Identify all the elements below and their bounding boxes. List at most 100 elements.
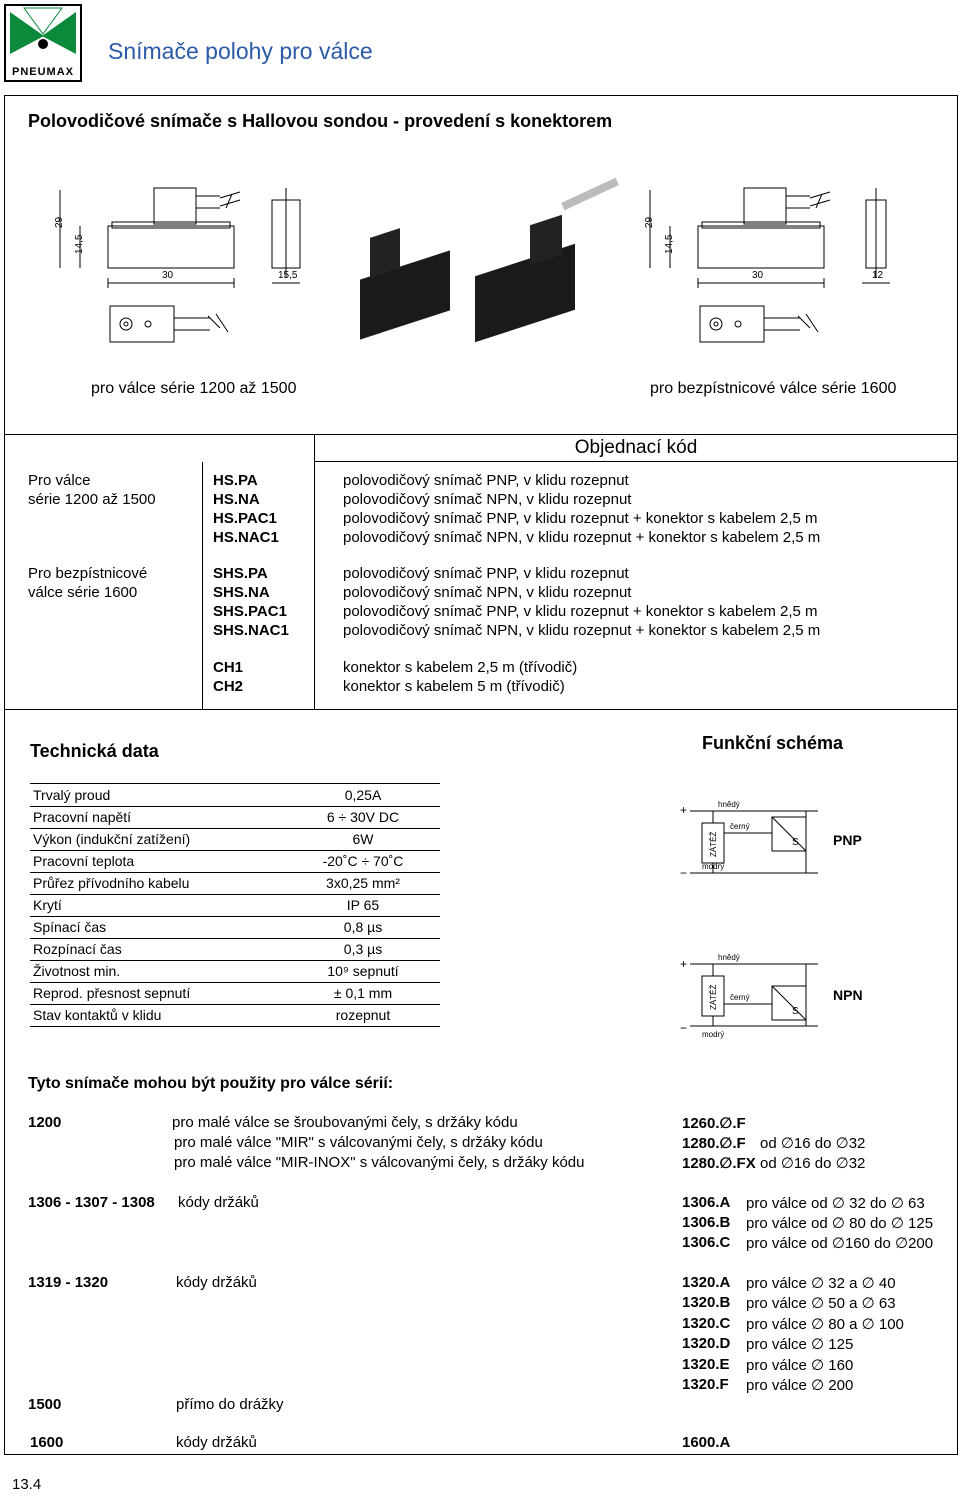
technical-drawing-left: 29 14,5 30 15,5: [54, 187, 301, 343]
order-code: HS.PAC1: [213, 510, 277, 527]
dim-h-inner-right: 14,5: [664, 234, 675, 254]
order-group-label: Pro válce: [28, 472, 91, 489]
tech-row: Krytí IP 65: [30, 894, 440, 917]
schema-npn-minus: −: [680, 1021, 687, 1035]
technical-drawing-right: 29 14,5 30 12: [644, 187, 890, 343]
holder-code: 1280.∅.FX: [682, 1155, 756, 1172]
holder-range: pro válce ∅ 32 a ∅ 40: [746, 1275, 896, 1292]
caption-left: pro válce série 1200 až 1500: [91, 380, 297, 397]
holder-range: pro válce ∅ 125: [746, 1336, 854, 1354]
order-table: [4, 434, 958, 710]
holder-code: 1320.F: [682, 1376, 729, 1393]
holder-code: 1320.E: [682, 1355, 730, 1373]
tech-label: Trvalý proud: [33, 787, 111, 803]
tech-row: Průřez přívodního kabelu 3x0,25 mm²: [30, 872, 440, 895]
dim-h-outer-left: 29: [54, 216, 65, 228]
order-desc: konektor s kabelem 5 m (třívodič): [343, 678, 565, 695]
holder-range: pro válce ∅ 200: [746, 1377, 854, 1394]
dim-h-outer-right: 29: [644, 216, 655, 228]
holder-code: 1260.∅.F: [682, 1115, 746, 1132]
series-1319: 1319 - 1320: [28, 1274, 109, 1291]
tech-label: Životnost min.: [33, 963, 121, 979]
tech-value: 10⁹ sepnutí: [327, 963, 399, 979]
usage-desc: kódy držáků: [176, 1434, 257, 1451]
order-code: HS.PA: [213, 472, 258, 489]
order-desc: polovodičový snímač NPN, v klidu rozepnu…: [343, 622, 821, 639]
schema-pnp-black: černý: [730, 822, 750, 831]
series-1306: 1306 - 1307 - 1308: [28, 1194, 155, 1211]
tech-value: -20˚C ÷ 70˚C: [322, 853, 404, 869]
holder-range: pro válce od ∅ 32 do ∅ 63: [746, 1195, 925, 1212]
dim-w1-right: 30: [752, 270, 764, 281]
tech-label: Reprod. přesnost sepnutí: [33, 985, 191, 1001]
schema-pnp-minus: −: [680, 866, 687, 880]
tech-value: IP 65: [346, 897, 380, 913]
usage-desc: kódy držáků: [176, 1274, 257, 1291]
dim-w1-left: 30: [162, 270, 174, 281]
tech-label: Pracovní teplota: [33, 853, 135, 869]
tech-label: Průřez přívodního kabelu: [33, 875, 190, 891]
tech-label: Rozpínací čas: [33, 941, 122, 957]
schema-npn-black: černý: [730, 993, 750, 1002]
tech-row: Trvalý proud 0,25A: [30, 784, 440, 807]
tech-row: Reprod. přesnost sepnutí ± 0,1 mm: [30, 982, 440, 1005]
schema-pnp-brown: hnědý: [718, 800, 740, 809]
tech-label: Výkon (indukční zatížení): [33, 831, 191, 847]
order-desc: polovodičový snímač PNP, v klidu rozepnu…: [343, 472, 629, 489]
tech-label: Krytí: [33, 897, 62, 913]
holder-code: 1320.B: [682, 1294, 731, 1312]
schema-pnp-load: ZÁTĚŽ: [709, 832, 718, 857]
holder-range: pro válce od ∅160 do ∅200: [746, 1235, 934, 1252]
logo: PNEUMAX: [4, 4, 82, 82]
usage-desc: pro malé válce se šroubovanými čely, s d…: [172, 1114, 518, 1131]
tech-value: rozepnut: [335, 1007, 391, 1023]
tech-row: Rozpínací čas 0,3 µs: [30, 938, 440, 961]
order-group-label: série 1200 až 1500: [28, 491, 156, 508]
tech-label: Spínací čas: [33, 919, 107, 935]
dim-w2-left: 15,5: [278, 270, 298, 281]
page-number: 13.4: [12, 1476, 42, 1493]
holder-range: pro válce ∅ 160: [746, 1356, 854, 1374]
schema-pnp-label: PNP: [833, 832, 862, 848]
tech-value: 3x0,25 mm²: [326, 875, 400, 891]
sensor-photo-right: [460, 177, 620, 343]
order-divider-1: [202, 462, 203, 710]
order-code: HS.NAC1: [213, 529, 279, 546]
tech-row: Stav kontaktů v klidu rozepnut: [30, 1004, 440, 1027]
dim-h-inner-left: 14,5: [74, 234, 85, 254]
order-desc: konektor s kabelem 2,5 m (třívodič): [343, 659, 578, 676]
page-title: Snímače polohy pro válce: [108, 38, 373, 64]
holder-code: 1306.A: [682, 1194, 731, 1211]
order-desc: polovodičový snímač NPN, v klidu rozepnu…: [343, 584, 632, 601]
schema-npn: + − hnědý černý modrý ZÁTĚŽ S NPN: [680, 953, 863, 1039]
schema-title: Funkční schéma: [702, 733, 844, 753]
holder-range: od ∅16 do ∅32: [760, 1135, 866, 1152]
order-desc: polovodičový snímač PNP, v klidu rozepnu…: [343, 565, 629, 582]
order-desc: polovodičový snímač PNP, v klidu rozepnu…: [343, 510, 818, 527]
schema-npn-blue: modrý: [702, 1030, 724, 1039]
tech-value: 6W: [352, 831, 374, 847]
content-frame: [4, 95, 958, 1455]
order-group-label: Pro bezpístnicové: [28, 565, 148, 582]
usage-desc: přímo do drážky: [176, 1396, 284, 1413]
sensor-photo-left: [330, 215, 460, 340]
tech-label: Stav kontaktů v klidu: [33, 1007, 162, 1023]
holder-code: 1320.A: [682, 1274, 731, 1291]
order-group-label: válce série 1600: [28, 584, 138, 601]
order-code: SHS.PAC1: [213, 603, 287, 620]
holder-range: pro válce ∅ 80 a ∅ 100: [746, 1315, 904, 1333]
schema-npn-load: ZÁTĚŽ: [709, 985, 718, 1010]
usage-desc: pro malé válce "MIR" s válcovanými čely,…: [174, 1134, 543, 1151]
tech-value: 0,3 µs: [343, 941, 383, 957]
holder-code: 1600.A: [682, 1434, 731, 1451]
holder-code: 1280.∅.F: [682, 1135, 746, 1152]
holder-code: 1306.B: [682, 1214, 731, 1231]
schema-npn-label: NPN: [833, 987, 863, 1003]
tech-value: 0,25A: [344, 787, 382, 803]
usage-desc: kódy držáků: [178, 1194, 259, 1211]
usage-desc: pro malé válce "MIR-INOX" s válcovanými …: [174, 1154, 585, 1171]
order-desc: polovodičový snímač NPN, v klidu rozepnu…: [343, 529, 821, 546]
tech-value: ± 0,1 mm: [333, 985, 393, 1001]
schema-pnp: + − hnědý černý modrý ZÁTĚŽ S PNP: [680, 800, 862, 880]
